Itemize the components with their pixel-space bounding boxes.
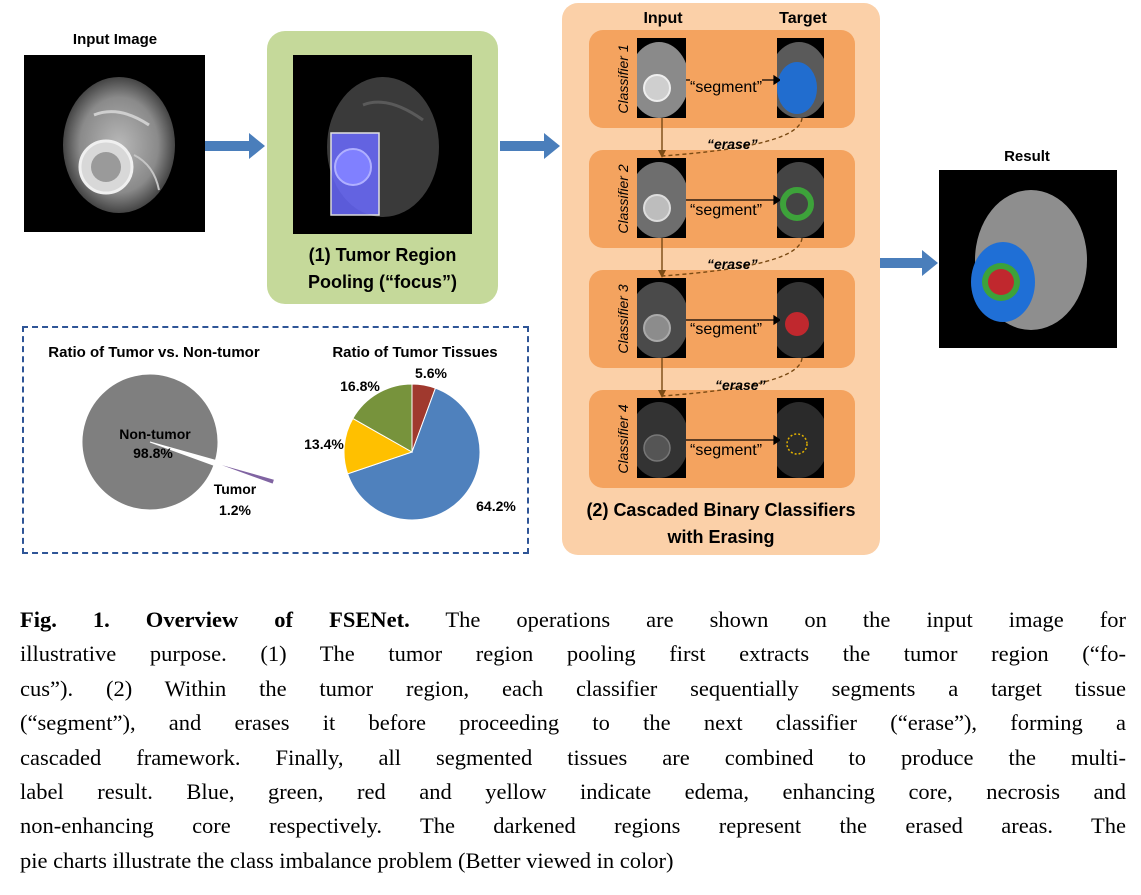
figure-caption: Fig. 1. Overview of FSENet. The operatio… — [20, 603, 1126, 878]
classifier-2-input-image — [637, 158, 686, 238]
brain-scan-graphic — [63, 77, 175, 213]
caption-line-2: illustrative purpose. (1) The tumor regi… — [20, 641, 1126, 667]
caption-line-5: cascaded framework. Finally, all segment… — [20, 744, 1126, 770]
cascade-label-line1: (2) Cascaded Binary Classifiers — [586, 500, 856, 520]
classifier-1-segment-label: “segment” — [690, 79, 763, 97]
pie1-title: Ratio of Tumor vs. Non-tumor — [48, 344, 260, 361]
erase-label-1: “erase” — [707, 136, 758, 152]
pie-chart-tumor-tissues — [343, 383, 481, 521]
caption-line-7: non-enhancing core respectively. The dar… — [20, 813, 1126, 839]
focus-label-line2: Pooling (“focus”) — [308, 272, 457, 292]
result-label: Result — [1004, 148, 1050, 165]
caption-line-4: (“segment”), and erases it before procee… — [20, 710, 1126, 736]
erase-label-3: “erase” — [715, 377, 766, 393]
cascade-label-line2: with Erasing — [667, 527, 775, 547]
pie2-title: Ratio of Tumor Tissues — [332, 344, 498, 361]
caption-line-1-text: The operations are shown on the input im… — [409, 607, 1126, 632]
pie1-slice-label-nontumor: Non-tumor — [119, 426, 191, 442]
input-image-label: Input Image — [72, 31, 158, 48]
focus-scan-graphic — [327, 77, 439, 217]
caption-line-8: pie charts illustrate the class imbalanc… — [20, 847, 674, 873]
classifier-2-segment-label: “segment” — [690, 202, 763, 220]
classifier-4-segment-label: “segment” — [690, 442, 763, 460]
arrow-right-icon — [205, 133, 265, 159]
pie-charts-panel — [22, 326, 529, 554]
erase-label-2: “erase” — [707, 256, 758, 272]
classifier-1-input-image — [637, 38, 686, 118]
classifier-1-target-image — [777, 38, 824, 118]
column-target-label: Target — [779, 10, 827, 27]
caption-line-1: Fig. 1. Overview of FSENet. The operatio… — [20, 603, 1126, 637]
pie-slice — [81, 373, 219, 511]
classifier-2-target-image — [777, 158, 824, 238]
classifier-1-label: Classifier 1 — [615, 44, 631, 114]
pie2-value-16-8: 16.8% — [340, 378, 380, 394]
column-input-label: Input — [643, 10, 683, 27]
pie-slice — [346, 387, 481, 521]
classifier-3-input-image — [637, 278, 686, 358]
arrow-right-icon — [500, 133, 560, 159]
pie1-slice-value-nontumor: 98.8% — [133, 445, 173, 461]
pie-chart-tumor-vs-nontumor — [81, 373, 276, 511]
result-scan-graphic — [971, 190, 1087, 330]
classifier-4-input-image — [637, 398, 686, 478]
pie1-slice-value-tumor: 1.2% — [219, 502, 251, 518]
pie1-slice-label-tumor: Tumor — [213, 481, 257, 497]
result-brain-image — [939, 170, 1117, 348]
focus-brain-image — [293, 55, 472, 234]
caption-figure-title: Fig. 1. Overview of FSENet. — [20, 607, 410, 632]
pie2-value-5-6: 5.6% — [415, 365, 447, 381]
pie-slice — [208, 460, 276, 485]
classifier-4-target-image — [777, 398, 824, 478]
pie2-value-13-4: 13.4% — [304, 436, 344, 452]
caption-line-3: cus”). (2) Within the tumor region, each… — [20, 675, 1126, 701]
arrow-right-icon — [880, 250, 938, 276]
focus-label-line1: (1) Tumor Region — [308, 245, 457, 265]
input-brain-image — [24, 55, 205, 232]
pie-slice — [343, 417, 414, 475]
classifier-4-label: Classifier 4 — [615, 404, 631, 474]
classifier-3-segment-label: “segment” — [690, 321, 763, 339]
classifier-3-target-image — [777, 278, 824, 358]
pie2-value-64-2: 64.2% — [476, 498, 516, 514]
erase-flow-arrows — [658, 118, 803, 398]
pie-slice — [352, 383, 413, 453]
caption-line-6: label result. Blue, green, red and yello… — [20, 778, 1126, 804]
